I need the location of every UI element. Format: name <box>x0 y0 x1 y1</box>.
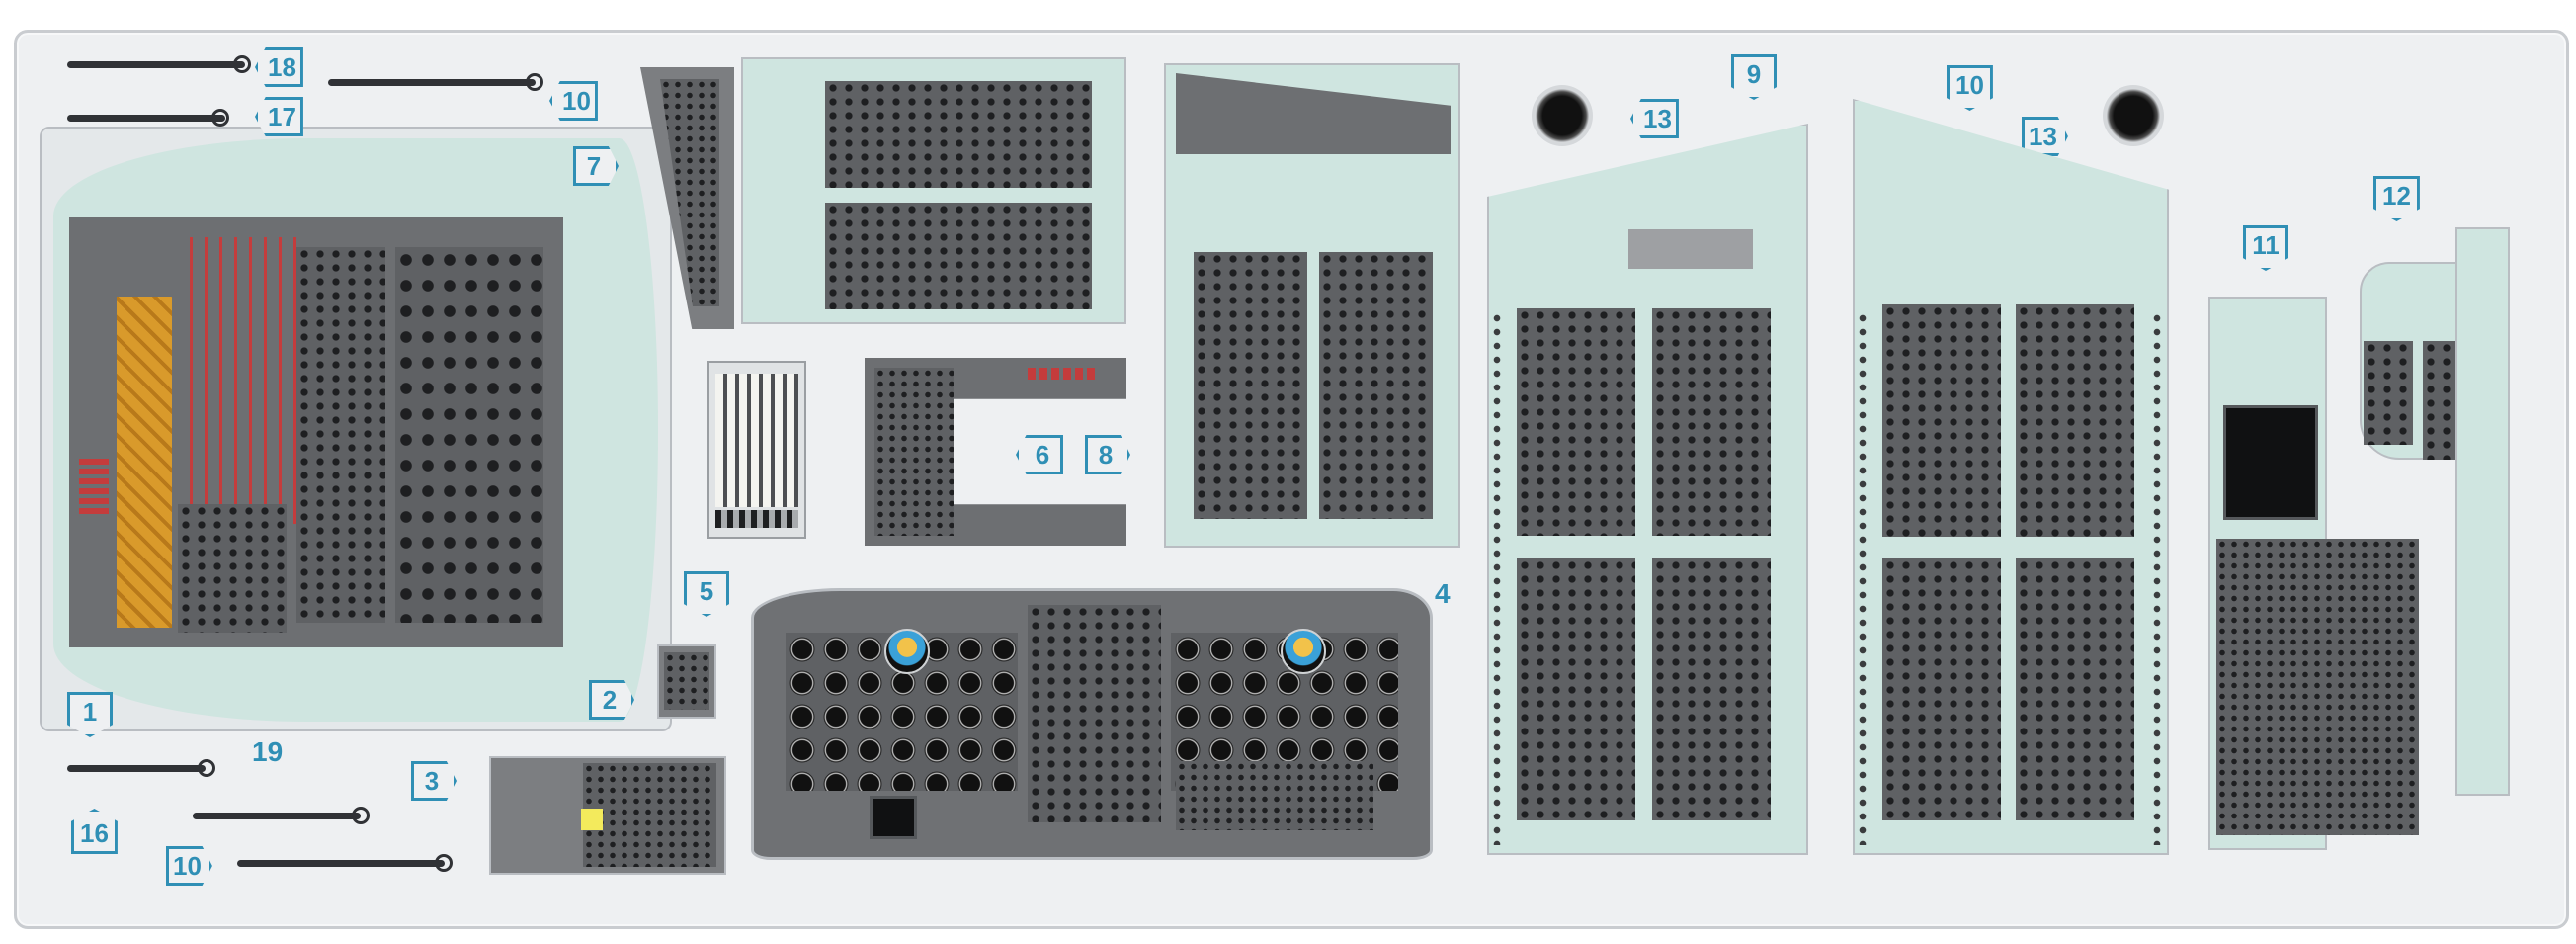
part-6-8-buttons <box>874 368 954 536</box>
instrument-lower-buttons <box>1176 761 1373 830</box>
part-2-buttons <box>664 652 709 710</box>
part-10-grid-top-b <box>2016 304 2134 537</box>
mounting-hole-right-icon <box>2103 85 2164 146</box>
part-label-2: 2 <box>589 680 634 720</box>
instrument-lower-display <box>870 796 917 839</box>
top-center-button-grid-lower <box>825 203 1092 309</box>
rod-19-end <box>352 807 370 824</box>
overhead-button-grid-left <box>178 504 287 633</box>
part-3-yellow-switch <box>581 809 603 830</box>
part-label-17: 17 <box>255 97 303 136</box>
part-label-19: 19 <box>252 736 284 767</box>
mounting-hole-left-icon <box>1532 85 1593 146</box>
center-left-button-grid-a <box>1194 252 1307 519</box>
instrument-center-stack <box>1028 605 1161 822</box>
overhead-button-grid-center <box>296 247 385 623</box>
center-left-button-grid-b <box>1319 252 1433 519</box>
rod-17-end <box>211 109 229 127</box>
part-label-13-left: 13 <box>1630 99 1679 138</box>
part-9-grid-bottom-b <box>1652 558 1771 820</box>
part-11-button-grid <box>2216 539 2419 835</box>
part-5-base <box>715 510 798 528</box>
part-10-left-rail <box>1856 311 1870 845</box>
rod-10-bottom-end <box>435 854 453 872</box>
part-9-left-rail <box>1490 311 1504 845</box>
attitude-indicator-right-icon <box>1281 629 1326 674</box>
overhead-button-grid-right <box>395 247 543 623</box>
orange-switch-bank <box>117 297 172 628</box>
part-12-rail <box>2455 227 2510 796</box>
part-12-grid-a <box>2364 341 2413 445</box>
part-10-grid-bottom-a <box>1882 558 2001 820</box>
rod-16-end <box>198 759 215 777</box>
rod-part-10-top <box>328 79 536 86</box>
part-9-grid-bottom-a <box>1517 558 1635 820</box>
rod-part-18 <box>67 61 245 68</box>
part-5-keys <box>715 374 798 507</box>
overhead-red-indicators <box>79 455 109 514</box>
part-label-6: 6 <box>1016 435 1063 474</box>
part-label-7: 7 <box>573 146 619 186</box>
rod-part-17 <box>67 115 225 122</box>
part-9-grid-top-a <box>1517 308 1635 536</box>
rod-18-end <box>233 55 251 73</box>
part-label-18: 18 <box>255 47 303 87</box>
part-10-grid-bottom-b <box>2016 558 2134 820</box>
rod-part-19 <box>193 813 361 819</box>
instrument-gauges-left <box>786 633 1018 791</box>
part-3-buttons <box>583 763 716 867</box>
part-label-10-top: 10 <box>549 81 598 121</box>
part-10-grid-top-a <box>1882 304 2001 537</box>
part-9-grid-top-b <box>1652 308 1771 536</box>
part-6-8-red-indicators <box>1028 368 1097 380</box>
rod-part-16 <box>67 765 206 772</box>
part-10-right-rail <box>2150 311 2164 845</box>
part-label-10-bottom: 10 <box>166 846 212 886</box>
top-center-button-grid-upper <box>825 81 1092 188</box>
part-label-8: 8 <box>1085 435 1130 474</box>
part-label-4: 4 <box>1435 578 1451 609</box>
attitude-indicator-left-icon <box>884 629 930 674</box>
red-switch-strip <box>178 237 296 524</box>
rod-10-top-end <box>526 73 543 91</box>
part-label-3: 3 <box>411 761 457 801</box>
part-11-display <box>2223 405 2318 520</box>
rod-part-10-bottom <box>237 860 445 867</box>
part-9-top-display <box>1628 229 1753 269</box>
